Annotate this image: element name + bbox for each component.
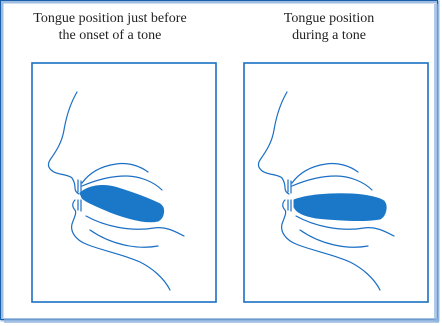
right-shadow [434, 4, 439, 322]
left-panel-box [32, 63, 216, 302]
right-panel-caption: Tongue position during a tone [230, 10, 428, 44]
right-panel [244, 63, 428, 302]
right-panel-box [244, 63, 428, 302]
bottom-shadow [4, 318, 439, 323]
right-tongue [294, 194, 386, 221]
left-panel [32, 63, 216, 302]
left-panel-caption: Tongue position just before the onset of… [16, 10, 204, 44]
